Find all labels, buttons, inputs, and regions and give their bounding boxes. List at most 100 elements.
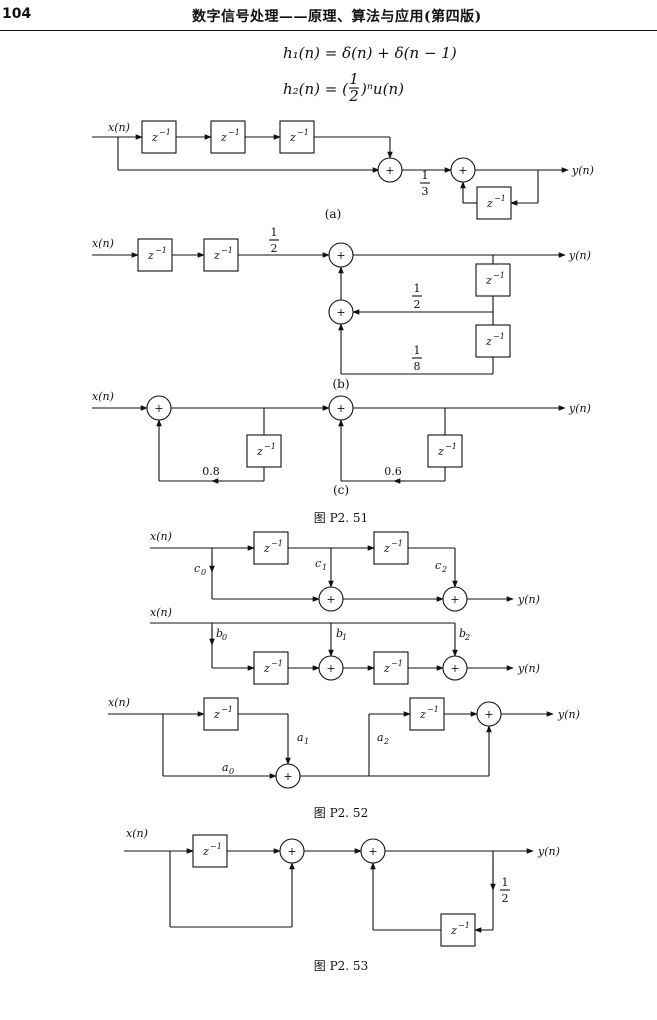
gain-num: 1 xyxy=(502,876,509,889)
coef-b0: b 0 xyxy=(216,627,227,642)
delay-z: z xyxy=(202,845,209,858)
header-rule xyxy=(0,30,657,31)
coef-index: 0 xyxy=(201,568,206,577)
delay-exp: −1 xyxy=(271,539,283,548)
coef-index: 1 xyxy=(322,563,327,572)
delay-block: z −1 xyxy=(253,531,289,565)
figure-p2-51-b: x(n) 1 2 z −1 z xyxy=(92,226,591,391)
adder: + xyxy=(275,763,301,789)
delay-exp: −1 xyxy=(493,271,505,280)
delay-block: z −1 xyxy=(475,263,511,297)
output-label: y(n) xyxy=(537,845,560,858)
adder: + xyxy=(328,299,354,325)
adder: + xyxy=(279,838,305,864)
delay-exp: −1 xyxy=(493,332,505,341)
figure-p2-52-lower: x(n) z −1 z −1 xyxy=(108,696,580,789)
input-label: x(n) xyxy=(108,121,130,134)
delay-block: z −1 xyxy=(476,186,512,220)
delay-block: z −1 xyxy=(373,651,409,685)
delay-exp: −1 xyxy=(494,194,506,203)
coef-letter: c xyxy=(315,557,321,570)
figure-p2-52-middle: x(n) z −1 z −1 + xyxy=(150,606,540,685)
delay-exp: −1 xyxy=(427,705,439,714)
adder-plus: + xyxy=(385,164,394,177)
coef-index: 1 xyxy=(304,737,309,746)
delay-block: z −1 xyxy=(141,120,177,154)
delay-block: z −1 xyxy=(203,697,239,731)
delay-z: z xyxy=(213,708,220,721)
gain-den: 2 xyxy=(502,892,509,905)
delay-exp: −1 xyxy=(221,246,233,255)
equation-h1: h₁(n) = δ(n) + δ(n − 1) xyxy=(283,44,457,62)
delay-z: z xyxy=(213,249,220,262)
adder-plus: + xyxy=(458,164,467,177)
delay-block: z −1 xyxy=(203,238,239,272)
equation-h2-frac-den: 2 xyxy=(348,87,359,105)
coef-c0: c 0 xyxy=(194,562,206,577)
coef-letter: b xyxy=(459,627,466,640)
delay-block: z −1 xyxy=(427,434,463,468)
coef-letter: b xyxy=(216,627,223,640)
coef-index: 0 xyxy=(222,633,227,642)
coef-a0: a 0 xyxy=(222,761,234,776)
equation-h2-rhs: )ⁿu(n) xyxy=(360,80,404,98)
delay-block: z −1 xyxy=(253,651,289,685)
coef-letter: a xyxy=(297,731,304,744)
gain-0-8: 0.8 xyxy=(202,465,220,478)
delay-z: z xyxy=(289,131,296,144)
equation-h2-lhs: h₂(n) = ( xyxy=(283,80,349,98)
coef-letter: c xyxy=(194,562,200,575)
input-label: x(n) xyxy=(126,827,148,840)
equation-h2-frac-num: 1 xyxy=(349,70,359,88)
gain-one-half: 1 2 xyxy=(500,876,510,905)
gain-one-half: 1 2 xyxy=(269,226,279,255)
delay-z: z xyxy=(151,131,158,144)
adder: + xyxy=(318,655,344,681)
delay-z: z xyxy=(256,445,263,458)
delay-exp: −1 xyxy=(391,659,403,668)
adder-plus: + xyxy=(484,708,493,721)
input-label: x(n) xyxy=(150,606,172,619)
adder: + xyxy=(146,395,172,421)
delay-block: z −1 xyxy=(210,120,246,154)
delay-z: z xyxy=(147,249,154,262)
caption-p2-51: 图 P2. 51 xyxy=(314,511,368,525)
delay-z: z xyxy=(220,131,227,144)
adder: + xyxy=(360,838,386,864)
gain-num: 1 xyxy=(414,282,421,295)
coef-index: 2 xyxy=(383,737,389,746)
output-label: y(n) xyxy=(568,249,591,262)
gain-den: 8 xyxy=(414,360,421,373)
coef-b1: b 1 xyxy=(336,627,347,642)
adder: + xyxy=(476,701,502,727)
figure-p2-51-c: x(n) + + z −1 xyxy=(92,390,591,497)
coef-letter: a xyxy=(377,731,384,744)
running-head: 数字信号处理——原理、算法与应用(第四版) xyxy=(192,9,482,25)
delay-block: z −1 xyxy=(192,834,228,868)
delay-z: z xyxy=(419,708,426,721)
adder-plus: + xyxy=(336,249,345,262)
delay-exp: −1 xyxy=(391,539,403,548)
adder-plus: + xyxy=(326,593,335,606)
adder-plus: + xyxy=(336,306,345,319)
coef-letter: c xyxy=(435,559,441,572)
adder: + xyxy=(377,157,403,183)
coef-b2: b 2 xyxy=(459,627,470,642)
delay-exp: −1 xyxy=(155,246,167,255)
delay-z: z xyxy=(486,197,493,210)
delay-z: z xyxy=(383,662,390,675)
coef-index: 1 xyxy=(342,633,347,642)
gain-one-half: 1 2 xyxy=(412,282,422,311)
adder: + xyxy=(450,157,476,183)
output-label: y(n) xyxy=(568,402,591,415)
output-label: y(n) xyxy=(517,593,540,606)
gain-den: 2 xyxy=(414,298,421,311)
delay-z: z xyxy=(383,542,390,555)
input-label: x(n) xyxy=(150,530,172,543)
coef-c1: c 1 xyxy=(315,557,327,572)
figure-p2-52-upper: x(n) z −1 z −1 + xyxy=(150,530,540,612)
output-label: y(n) xyxy=(557,708,580,721)
adder-plus: + xyxy=(450,593,459,606)
delay-exp: −1 xyxy=(445,442,457,451)
